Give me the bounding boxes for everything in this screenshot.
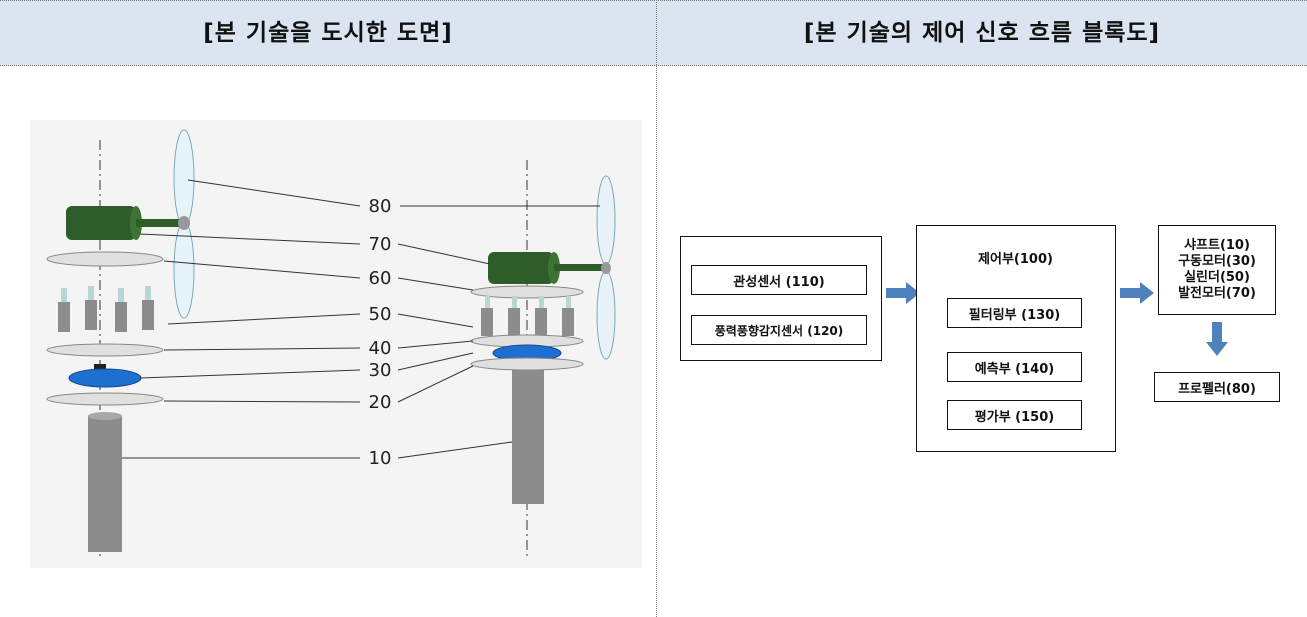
right-cylinder <box>535 308 547 336</box>
actuator-cylinder-label: 실린더(50) <box>1184 270 1250 285</box>
actuator-box: 샤프트(10) 구동모터(30) 실린더(50) 발전모터(70) <box>1158 225 1276 315</box>
left-propeller-blade-top <box>173 129 195 227</box>
actuator-shaft-label: 샤프트(10) <box>1184 238 1250 253</box>
part-label-80: 80 <box>369 196 392 217</box>
right-plate-60 <box>470 285 584 299</box>
leader-30-left <box>139 369 361 379</box>
right-cylinders <box>481 308 574 336</box>
leader-20-right <box>397 365 474 403</box>
left-plate-40 <box>46 343 164 357</box>
left-cylinders <box>58 300 154 332</box>
leader-20-left <box>163 400 361 403</box>
leader-60-right <box>397 277 474 291</box>
left-cylinder-rod <box>88 286 94 300</box>
controller-box: 제어부(100) 필터링부 (130) 예측부 (140) 평가부 (150) <box>916 225 1116 452</box>
left-cylinder-rod <box>118 288 124 302</box>
leader-lines <box>122 179 600 459</box>
left-cylinder <box>58 302 70 332</box>
actuator-generator-motor-label: 발전모터(70) <box>1178 286 1256 301</box>
arrow-right-2 <box>1120 282 1154 308</box>
right-header-title: [본 기술의 제어 신호 흐름 블록도] <box>803 20 1161 46</box>
leader-70-left <box>139 233 361 245</box>
right-cylinder-rod <box>485 296 490 308</box>
part-label-30: 30 <box>369 360 392 381</box>
right-motor-shaft <box>554 264 604 271</box>
left-cylinder <box>142 300 154 330</box>
leader-40-left <box>163 347 361 351</box>
right-cylinder <box>481 308 493 336</box>
right-propeller-blade-top <box>596 175 616 265</box>
leader-30-right <box>397 352 474 371</box>
leader-80-left <box>187 179 361 207</box>
sensor-group-box: 관성센서 (110) 풍력풍향감지센서 (120) <box>680 236 882 361</box>
left-propeller-hub <box>178 216 190 230</box>
leader-60-left <box>163 260 361 279</box>
right-cylinder-rod <box>566 296 571 308</box>
right-cylinder <box>508 308 520 336</box>
column-divider <box>656 0 657 617</box>
leader-40-right <box>397 340 474 349</box>
left-shaft <box>88 416 122 552</box>
part-label-40: 40 <box>369 338 392 359</box>
header-row: [본 기술을 도시한 도면] [본 기술의 제어 신호 흐름 블록도] <box>0 0 1307 66</box>
leader-50-right <box>397 313 474 328</box>
part-label-20: 20 <box>369 392 392 413</box>
left-drive-motor-disc <box>68 368 142 388</box>
propeller-box: 프로펠러(80) <box>1154 372 1280 402</box>
inertial-sensor-box: 관성센서 (110) <box>691 265 867 295</box>
filtering-unit-box: 필터링부 (130) <box>947 298 1082 328</box>
right-cylinder-rod <box>539 296 544 308</box>
part-label-70: 70 <box>369 234 392 255</box>
right-cylinder <box>562 308 574 336</box>
right-plate-20 <box>470 357 584 371</box>
left-motor-shaft <box>136 219 182 227</box>
right-cylinder-rod <box>512 296 517 308</box>
left-motor <box>66 206 136 240</box>
left-plate-60 <box>46 251 164 267</box>
right-cylinder-rods <box>485 296 571 308</box>
arrow-right-1 <box>886 282 920 308</box>
leader-50-left <box>167 313 361 325</box>
leader-10-right <box>397 441 513 459</box>
right-shaft <box>512 370 544 504</box>
evaluation-unit-box: 평가부 (150) <box>947 400 1082 430</box>
right-motor <box>488 252 554 284</box>
technical-drawing: 80 70 60 50 40 30 20 10 <box>30 120 642 568</box>
prediction-unit-box: 예측부 (140) <box>947 352 1082 382</box>
right-propeller-hub <box>601 262 611 274</box>
left-cylinder-rods <box>61 286 151 302</box>
left-cylinder <box>85 300 97 330</box>
wind-sensor-box: 풍력풍향감지센서 (120) <box>691 315 867 345</box>
left-shaft-top <box>88 412 122 420</box>
part-label-60: 60 <box>369 268 392 289</box>
actuator-drive-motor-label: 구동모터(30) <box>1178 254 1256 269</box>
left-plate-20 <box>46 392 164 406</box>
left-cylinder-rod <box>145 286 151 300</box>
right-propeller-blade-bottom <box>596 270 616 360</box>
left-cylinder <box>115 302 127 332</box>
part-label-50: 50 <box>369 304 392 325</box>
arrow-down <box>1206 322 1228 360</box>
part-label-10: 10 <box>369 448 392 469</box>
left-cylinder-rod <box>61 288 67 302</box>
part-number-labels: 80 70 60 50 40 30 20 10 <box>369 196 392 469</box>
left-motor-hub <box>94 364 106 372</box>
controller-title: 제어부(100) <box>978 252 1053 267</box>
leader-70-right <box>397 243 491 265</box>
left-header-title: [본 기술을 도시한 도면] <box>203 20 453 46</box>
